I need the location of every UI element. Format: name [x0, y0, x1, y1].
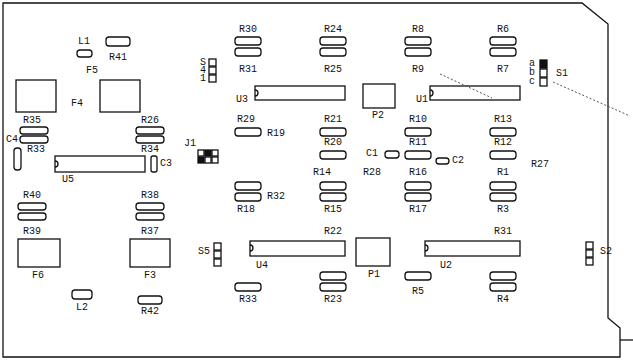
part-label: S5: [198, 247, 210, 257]
part-label: R8: [412, 25, 424, 35]
part-label: F4: [71, 99, 83, 109]
part-label: R21: [324, 115, 342, 125]
part-label: R12: [494, 138, 512, 148]
part-label: J1: [184, 139, 196, 149]
part-label: F6: [32, 271, 44, 281]
part-label: P1: [368, 270, 380, 280]
part-label: R3: [497, 205, 509, 215]
part-label: R16: [409, 168, 427, 178]
part-label: R22: [324, 227, 342, 237]
part-label: C1: [366, 149, 378, 159]
part-label: R18: [237, 205, 255, 215]
part-label: R40: [23, 191, 41, 201]
part-label: R14: [313, 168, 331, 178]
part-label: S1: [556, 69, 568, 79]
board-outline: [3, 3, 620, 357]
part-label: R4: [497, 295, 509, 305]
part-label: R7: [497, 65, 509, 75]
part-label: R29: [237, 115, 255, 125]
part-label: R33: [239, 295, 257, 305]
inductor-symbol: [77, 50, 92, 57]
part-label: R19: [267, 129, 285, 139]
part-label: R42: [141, 307, 159, 317]
part-label: R11: [409, 138, 427, 148]
part-label: R38: [141, 191, 159, 201]
part-label: R39: [23, 227, 41, 237]
part-label: R32: [267, 192, 285, 202]
part-label: R33: [27, 145, 45, 155]
part-label: C2: [452, 156, 464, 166]
part-label: L2: [76, 303, 88, 313]
connector-box: [363, 84, 395, 108]
resistor-symbol: [106, 37, 130, 46]
part-label: R27: [531, 160, 549, 170]
part-label: U2: [440, 261, 452, 271]
part-label: S2: [600, 247, 612, 257]
part-label: R1: [497, 168, 509, 178]
part-label: R6: [497, 25, 509, 35]
part-label: R26: [141, 116, 159, 126]
part-label: R35: [23, 116, 41, 126]
part-label: F5: [86, 66, 98, 76]
leader-line: [553, 82, 630, 116]
board-edge: [620, 339, 633, 340]
part-label: R41: [109, 53, 127, 63]
part-label: P2: [372, 111, 384, 121]
part-label: L1: [78, 37, 90, 47]
part-label: R25: [324, 65, 342, 75]
part-label: R30: [239, 25, 257, 35]
part-label: R24: [324, 25, 342, 35]
part-label: 1: [200, 74, 206, 84]
part-label: R23: [324, 295, 342, 305]
part-label: R17: [409, 205, 427, 215]
part-label: C3: [160, 159, 172, 169]
fuse-box: [100, 80, 140, 112]
fuse-box: [16, 80, 56, 112]
part-label: R31: [239, 65, 257, 75]
part-label: C4: [6, 135, 18, 145]
part-label: U4: [256, 261, 268, 271]
part-label: U5: [62, 175, 74, 185]
part-label: R31: [494, 227, 512, 237]
part-label: R15: [324, 205, 342, 215]
part-label: U1: [416, 95, 428, 105]
part-label: U3: [236, 95, 248, 105]
part-label: R37: [141, 227, 159, 237]
part-label: R5: [412, 287, 424, 297]
leader-line: [440, 74, 492, 98]
part-label: F3: [144, 271, 156, 281]
ic-outline: [255, 86, 345, 100]
part-label: R34: [141, 145, 159, 155]
part-label: R20: [324, 138, 342, 148]
part-label: R10: [409, 115, 427, 125]
part-label: c: [529, 77, 535, 87]
part-label: R9: [412, 65, 424, 75]
part-label: R28: [363, 168, 381, 178]
part-label: R13: [494, 115, 512, 125]
